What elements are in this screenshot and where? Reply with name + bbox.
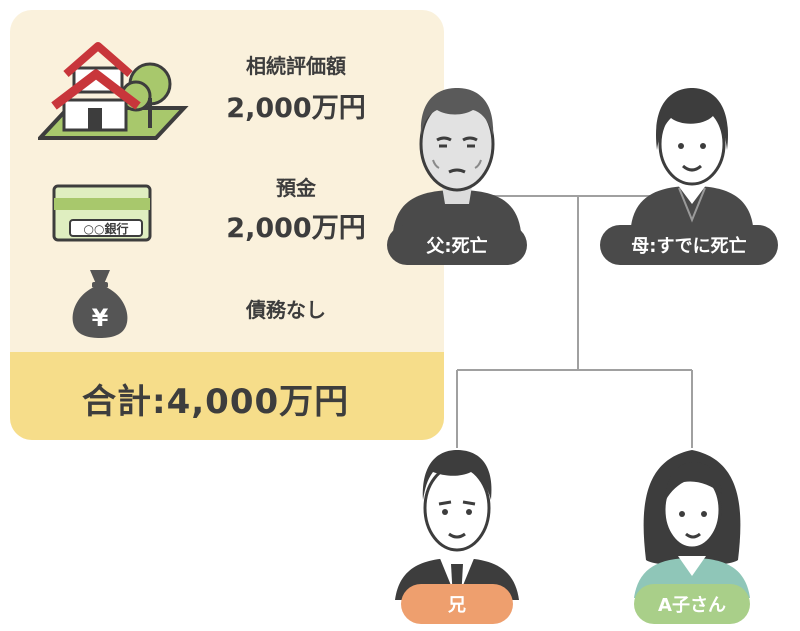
real-estate-value: 2,000万円: [226, 93, 366, 124]
yen-symbol: ¥: [92, 304, 109, 332]
bankbook-icon: ○○銀行: [52, 184, 152, 242]
a-ko-label: A子さん: [634, 584, 750, 624]
deposit-label: 預金: [276, 176, 316, 200]
debt-label: 債務なし: [246, 298, 326, 322]
bank-name-text: ○○銀行: [84, 221, 129, 236]
estate-total: 合計:4,000万円: [82, 382, 350, 422]
mother-avatar: [631, 88, 753, 226]
house-icon: [38, 42, 189, 140]
father-avatar: [393, 88, 521, 232]
deposit-value: 2,000万円: [226, 213, 366, 244]
brother-avatar: [395, 450, 519, 600]
mother-label: 母:すでに死亡: [600, 225, 778, 265]
a-ko-avatar: [634, 450, 750, 598]
money-bag-icon: ¥: [72, 270, 128, 338]
brother-label: 兄: [401, 584, 513, 624]
father-label: 父:死亡: [387, 225, 527, 265]
total-band: 合計:4,000万円: [10, 352, 444, 440]
real-estate-label: 相続評価額: [246, 54, 346, 78]
estate-panel: 相続評価額 2,000万円 ○○銀行 預金 2,000万円 ¥ 債務なし 合計:…: [10, 10, 444, 440]
